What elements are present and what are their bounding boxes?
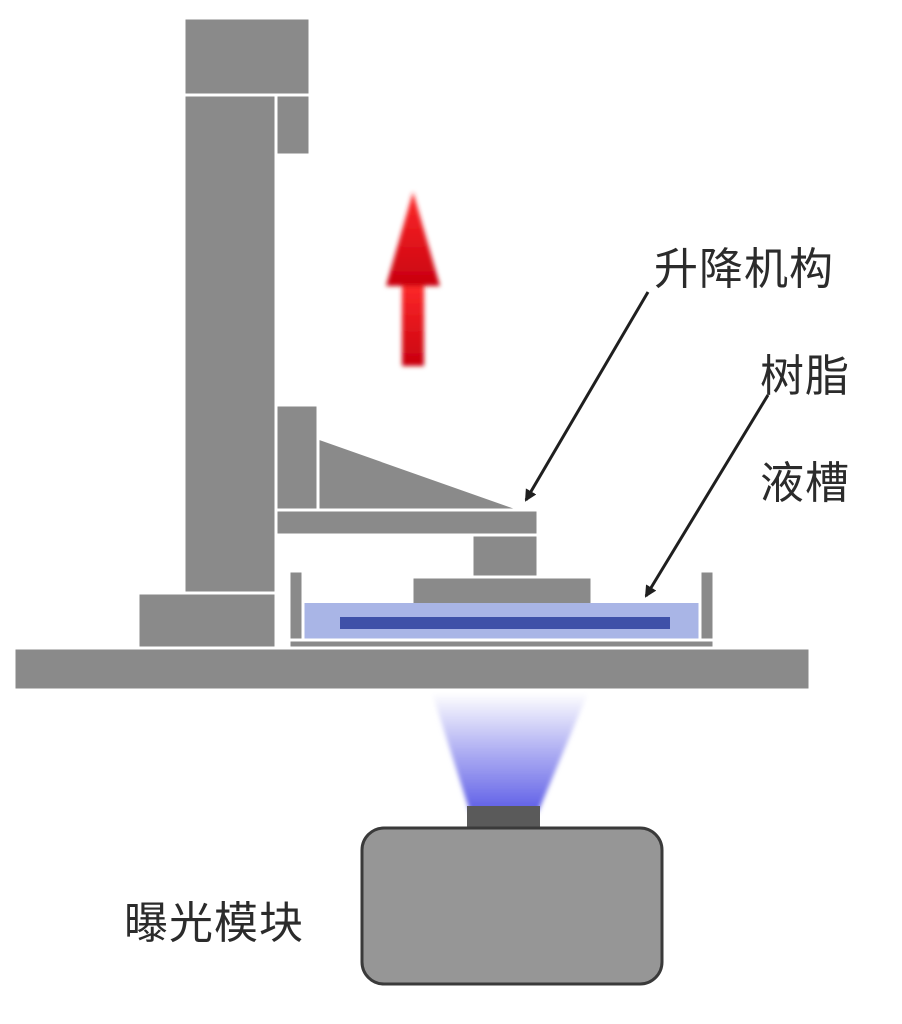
- tank-left-wall: [287, 569, 305, 647]
- up-arrow-icon: [386, 192, 440, 366]
- light-beam: [432, 693, 588, 812]
- cured-layer: [340, 617, 670, 629]
- lift-mechanism-label: 升降机构: [654, 244, 834, 295]
- lift-mechanism: [274, 403, 594, 607]
- column-foot: [136, 591, 278, 650]
- tank-label: 液槽: [760, 458, 850, 509]
- resin-label: 树脂: [760, 351, 850, 402]
- column-side-block: [274, 93, 312, 157]
- arm-bracket: [316, 435, 523, 512]
- exposure-module-label: 曝光模块: [124, 898, 304, 949]
- resin-tank: [287, 569, 716, 650]
- lift-mechanism-pointer: [524, 291, 650, 502]
- column-top-block: [182, 16, 312, 97]
- vertical-column: [182, 93, 278, 595]
- tank-right-wall: [698, 569, 716, 647]
- base-plate: [12, 646, 812, 692]
- resin-pointer: [644, 394, 770, 598]
- z-axis-column: [136, 16, 312, 650]
- exposure-module: [360, 806, 664, 986]
- horizontal-arm: [274, 508, 540, 537]
- platform-stem: [470, 533, 540, 579]
- build-plate: [410, 575, 594, 607]
- projector-body: [360, 826, 664, 986]
